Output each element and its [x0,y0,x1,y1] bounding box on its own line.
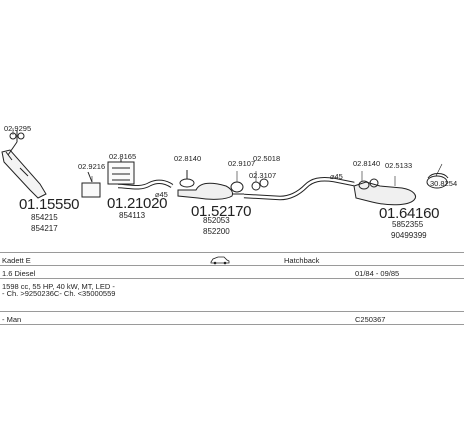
engine-value: 1.6 Diesel [2,269,36,278]
part-ref-3-1: 90499399 [391,231,427,240]
part-number-2: 01.52170 [191,203,252,220]
part-number-1: 01.21020 [107,195,168,212]
center-muffler-drawing [177,182,244,200]
body-type-value: Hatchback [284,256,320,265]
middle-pipe-drawing [117,179,174,190]
table-row: - Ch. >9250236C- Ch. <35000559 [0,289,464,304]
part-ref-0-0: 854215 [31,213,58,222]
part-ref-2-1: 852200 [203,227,230,236]
part-ref-2-0: 852053 [203,216,230,225]
front-pipe-drawing [1,130,47,199]
car-icon [210,256,230,265]
tail-pipe-drawing [426,173,449,189]
hanger-drawing [179,170,269,193]
diameter-label-1: ⌀45 [330,172,343,181]
category-value: - Man [2,315,22,324]
chassis-value: - Ch. >9250236C- Ch. <35000559 [2,289,116,298]
small-label-3: 02.8140 [174,154,202,163]
part-ref-0-1: 854217 [31,224,58,233]
table-row: Kadett E Hatchback [0,252,464,266]
leader-lines [12,128,443,186]
table-row: 1.6 Diesel 01/84 - 09/85 [0,265,464,279]
table-row: - Man C250367 [0,311,464,325]
dates-value: 01/84 - 09/85 [355,269,400,278]
part-number-0: 01.15550 [19,196,80,213]
part-ref-3-0: 5852355 [392,220,424,229]
part-ref-1-0: 854113 [119,211,146,220]
rear-pipe-drawing [243,177,355,201]
clamp-drawing [81,171,101,198]
small-label-1: 02.9216 [78,162,106,171]
small-label-8: 02.5133 [385,161,413,170]
table-bottom-rule [0,324,464,325]
vehicle-info-table: Kadett E Hatchback 1.6 Diesel 01/84 - 09… [0,252,464,332]
small-label-5: 02.5018 [253,154,281,163]
model-value: Kadett E [2,256,31,265]
small-label-2: 02.8165 [109,152,137,161]
exhaust-system-diagram [1,128,449,206]
small-label-0: 02.9295 [4,124,32,133]
code-value: C250367 [355,315,386,324]
small-label-6: 02.3107 [249,171,277,180]
small-label-7: 02.8140 [353,159,381,168]
small-label-9: 30.8254 [430,179,458,188]
gasket-box-drawing [107,159,135,185]
table-row: 1598 cc, 55 HP, 40 kW, MT, LED - [0,278,464,292]
spec-value: 1598 cc, 55 HP, 40 kW, MT, LED - [2,282,115,291]
part-number-3: 01.64160 [379,205,440,222]
small-label-4: 02.9107 [228,159,256,168]
rear-muffler-drawing [353,178,416,206]
diameter-label-0: ⌀45 [155,190,168,199]
